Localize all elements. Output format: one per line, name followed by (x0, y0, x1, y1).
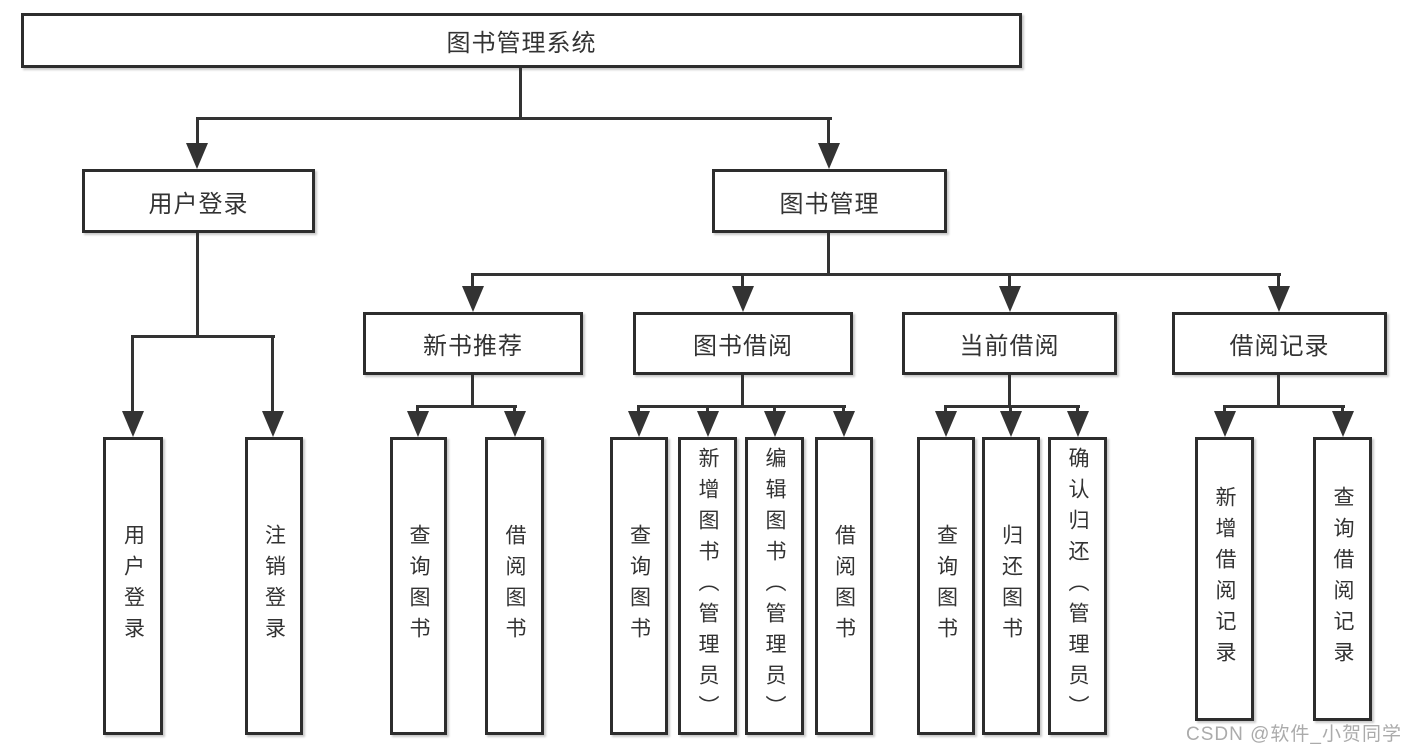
connector-line-v (519, 68, 522, 117)
connector-line-v (471, 375, 474, 405)
connector-line-v (842, 405, 845, 412)
connector-line-v (1009, 405, 1012, 412)
leaf-query-books-current: 查询图书 (917, 437, 975, 735)
node-borrow-records: 借阅记录 (1172, 312, 1387, 375)
node-current-borrow: 当前借阅 (902, 312, 1117, 375)
arrowhead-down-icon (833, 411, 855, 437)
connector-line-h (131, 335, 275, 338)
leaf-return-books: 归还图书 (982, 437, 1040, 735)
node-new-book-recommend-label: 新书推荐 (423, 333, 523, 360)
connector-line-v (471, 273, 474, 287)
arrowhead-down-icon (935, 411, 957, 437)
leaf-query-books-recommend-label: 查询图书 (407, 524, 430, 648)
arrowhead-down-icon (764, 411, 786, 437)
arrowhead-down-icon (1000, 411, 1022, 437)
leaf-add-borrow-record: 新增借阅记录 (1195, 437, 1254, 721)
node-new-book-recommend: 新书推荐 (363, 312, 583, 375)
leaf-edit-books-admin: 编辑图书（管理员） (745, 437, 804, 735)
arrowhead-down-icon (1214, 411, 1236, 437)
node-book-borrow-label: 图书借阅 (693, 333, 793, 360)
connector-line-v (827, 117, 830, 145)
connector-line-v (773, 405, 776, 412)
leaf-borrow-books-recommend: 借阅图书 (485, 437, 544, 735)
connector-line-h (637, 405, 846, 408)
leaf-add-books-admin: 新增图书（管理员） (678, 437, 737, 735)
connector-line-v (1223, 405, 1226, 412)
connector-line-v (131, 335, 134, 412)
leaf-query-books-borrow-label: 查询图书 (627, 524, 651, 648)
connector-line-v (637, 405, 640, 412)
connector-line-h (1223, 405, 1345, 408)
arrowhead-down-icon (732, 286, 754, 312)
arrowhead-down-icon (504, 411, 526, 437)
arrowhead-down-icon (262, 411, 284, 437)
leaf-user-login: 用户登录 (103, 437, 163, 735)
arrowhead-down-icon (1332, 411, 1354, 437)
leaf-query-books-current-label: 查询图书 (934, 524, 958, 648)
connector-line-v (196, 233, 199, 335)
arrowhead-down-icon (1067, 411, 1089, 437)
leaf-borrow-books: 借阅图书 (815, 437, 873, 735)
leaf-confirm-return-admin-label: 确认归还（管理员） (1066, 446, 1089, 726)
leaf-edit-books-admin-label: 编辑图书（管理员） (763, 446, 786, 726)
node-user-login-label: 用户登录 (148, 190, 249, 218)
connector-line-h (196, 117, 832, 120)
arrowhead-down-icon (818, 143, 840, 169)
csdn-watermark: CSDN @软件_小贺同学 (1186, 724, 1402, 745)
arrowhead-down-icon (697, 411, 719, 437)
node-current-borrow-label: 当前借阅 (959, 333, 1060, 360)
connector-line-v (271, 335, 274, 412)
connector-line-v (1008, 375, 1011, 405)
arrowhead-down-icon (462, 286, 484, 312)
connector-line-v (741, 375, 744, 405)
leaf-add-borrow-record-label: 新增借阅记录 (1213, 486, 1236, 672)
arrowhead-down-icon (186, 143, 208, 169)
connector-line-v (416, 405, 419, 412)
leaf-query-books-recommend: 查询图书 (390, 437, 447, 735)
connector-line-h (471, 273, 1281, 276)
leaf-query-borrow-record-label: 查询借阅记录 (1331, 486, 1354, 672)
connector-line-v (706, 405, 709, 412)
arrowhead-down-icon (999, 286, 1021, 312)
node-borrow-records-label: 借阅记录 (1229, 333, 1330, 360)
connector-line-v (1341, 405, 1344, 412)
leaf-logout-label: 注销登录 (262, 524, 286, 648)
connector-line-v (944, 405, 947, 412)
connector-line-v (196, 117, 199, 145)
connector-line-v (1277, 375, 1280, 405)
leaf-query-books-borrow: 查询图书 (610, 437, 668, 735)
node-book-management-label: 图书管理 (779, 190, 880, 218)
node-book-management: 图书管理 (712, 169, 947, 233)
leaf-borrow-books-recommend-label: 借阅图书 (503, 524, 526, 648)
node-book-borrow: 图书借阅 (633, 312, 853, 375)
leaf-logout: 注销登录 (245, 437, 303, 735)
leaf-return-books-label: 归还图书 (999, 524, 1023, 648)
leaf-query-borrow-record: 查询借阅记录 (1313, 437, 1372, 721)
leaf-user-login-label: 用户登录 (121, 524, 145, 648)
leaf-confirm-return-admin: 确认归还（管理员） (1048, 437, 1107, 735)
connector-line-v (827, 233, 830, 273)
arrowhead-down-icon (407, 411, 429, 437)
connector-line-v (1008, 273, 1011, 287)
connector-line-v (741, 273, 744, 287)
connector-line-h (416, 405, 517, 408)
node-user-login: 用户登录 (82, 169, 315, 233)
leaf-add-books-admin-label: 新增图书（管理员） (696, 446, 719, 726)
connector-line-v (1277, 273, 1280, 287)
connector-line-v (513, 405, 516, 412)
connector-line-h (944, 405, 1080, 408)
node-root-label: 图书管理系统 (446, 30, 597, 57)
arrowhead-down-icon (122, 411, 144, 437)
arrowhead-down-icon (628, 411, 650, 437)
arrowhead-down-icon (1268, 286, 1290, 312)
node-root: 图书管理系统 (21, 13, 1022, 68)
leaf-borrow-books-label: 借阅图书 (832, 524, 856, 648)
connector-line-v (1076, 405, 1079, 412)
